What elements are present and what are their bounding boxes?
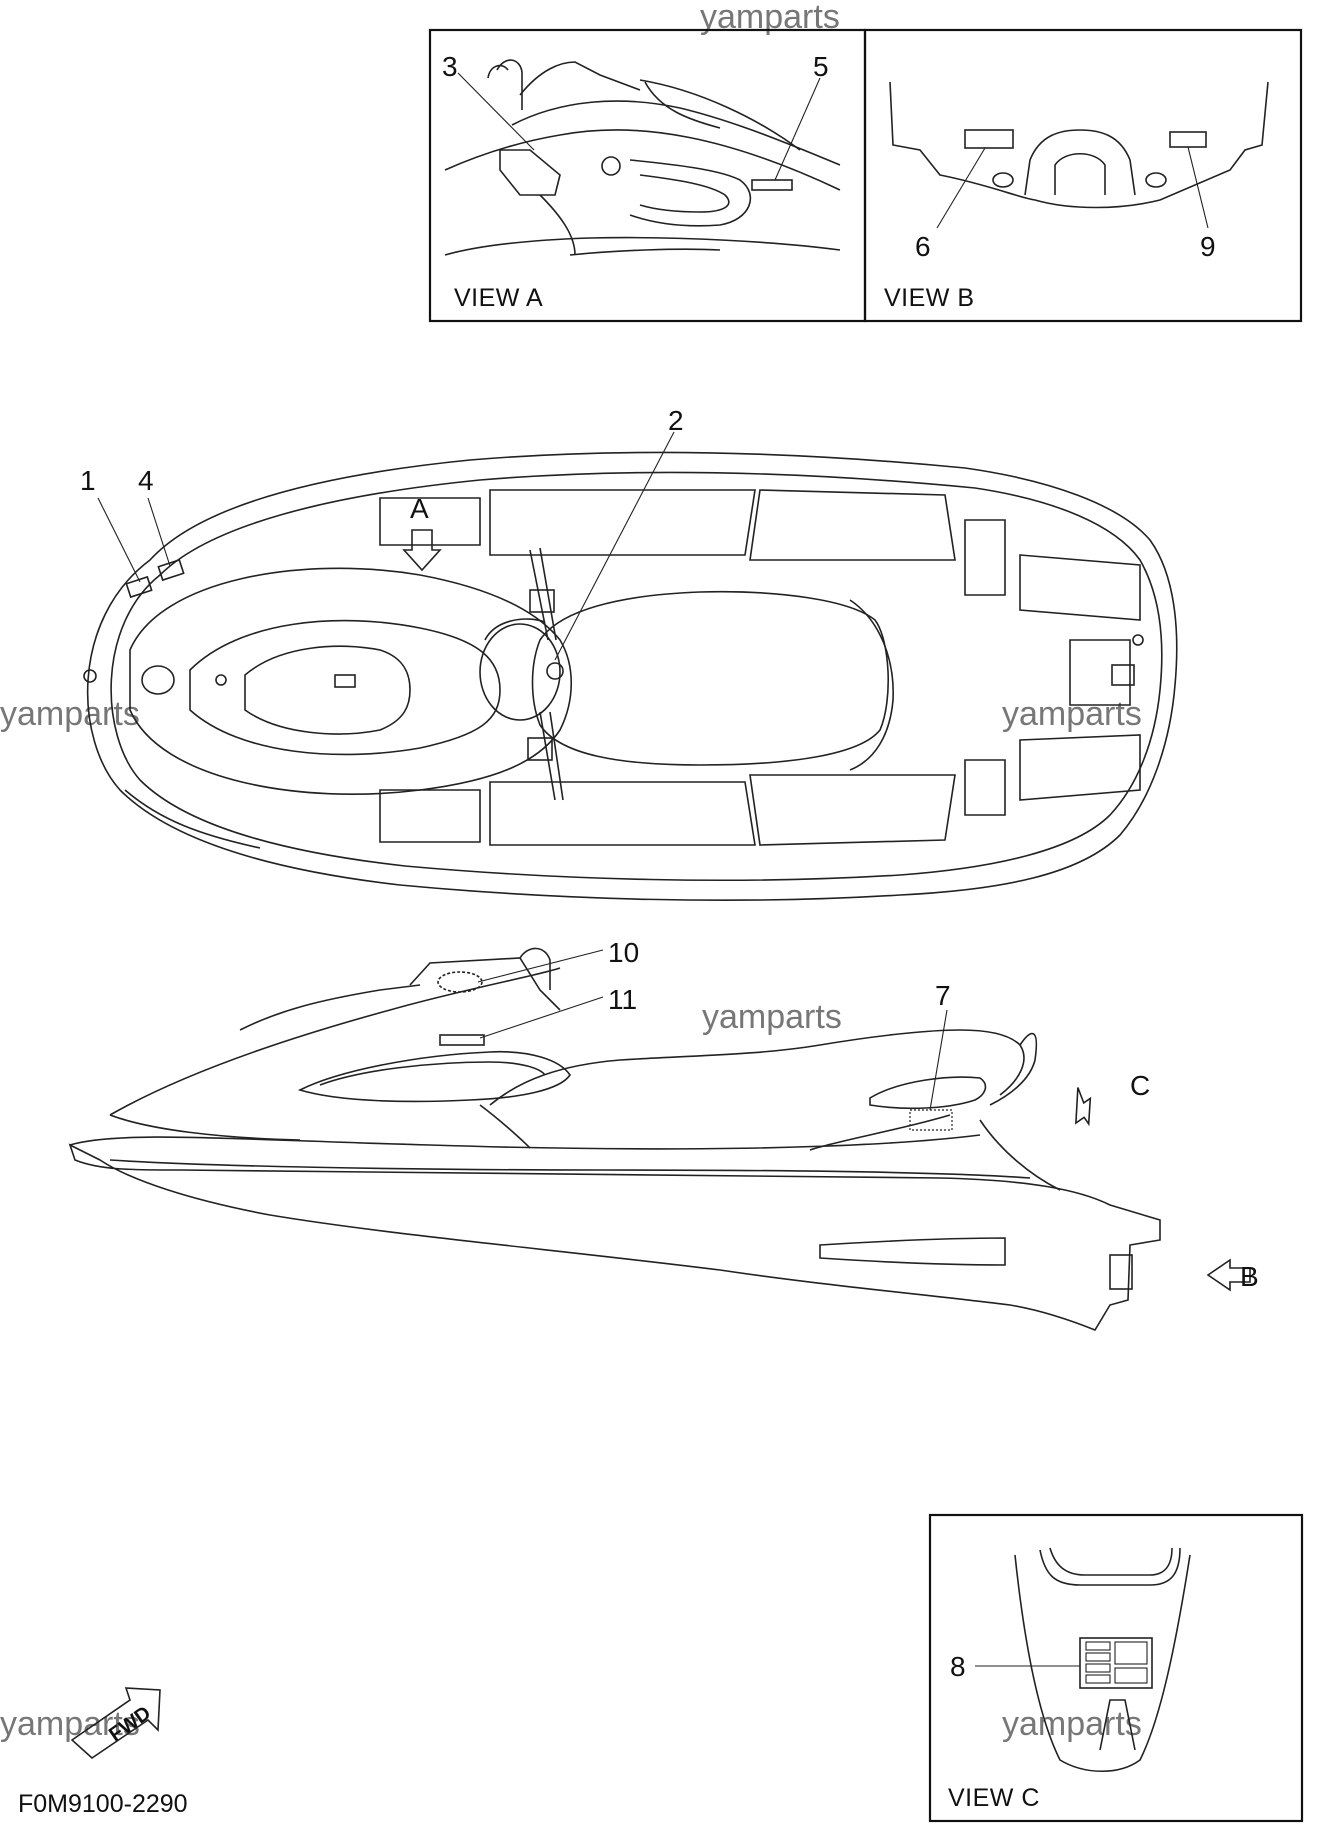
view-arrow-c: C (1130, 1070, 1150, 1101)
view-c-caption: VIEW C (948, 1784, 1040, 1812)
callout-10: 10 (608, 937, 639, 968)
callout-7: 7 (935, 980, 951, 1011)
callout-2: 2 (668, 405, 684, 436)
view-a-panel: VIEW A 3 5 (428, 28, 867, 323)
view-a-caption: VIEW A (454, 284, 543, 312)
watermark-bottom-right: yamparts (1002, 1705, 1142, 1743)
callout-4: 4 (138, 465, 154, 496)
callout-11: 11 (608, 984, 637, 1015)
view-arrow-b: B (1240, 1261, 1259, 1292)
side-view-craft: 10 11 7 C B (68, 937, 1259, 1331)
callout-1: 1 (80, 465, 96, 496)
view-b-panel: VIEW B 6 9 (863, 28, 1303, 323)
watermark-mid: yamparts (702, 998, 842, 1036)
watermark-bottom-left: yamparts (0, 1705, 140, 1743)
callout-9: 9 (1200, 231, 1216, 262)
callout-3: 3 (442, 51, 458, 82)
callout-8: 8 (950, 1651, 966, 1682)
watermark-right: yamparts (1002, 695, 1142, 733)
view-c-panel: VIEW C 8 (928, 1513, 1304, 1823)
watermark-left: yamparts (0, 695, 140, 733)
figure-code: F0M9100-2290 (18, 1790, 188, 1818)
top-view-craft: 1 4 2 A (80, 405, 1178, 902)
callout-5: 5 (813, 51, 829, 82)
view-arrow-a: A (410, 493, 429, 524)
callout-6: 6 (915, 231, 931, 262)
view-b-caption: VIEW B (884, 284, 975, 312)
